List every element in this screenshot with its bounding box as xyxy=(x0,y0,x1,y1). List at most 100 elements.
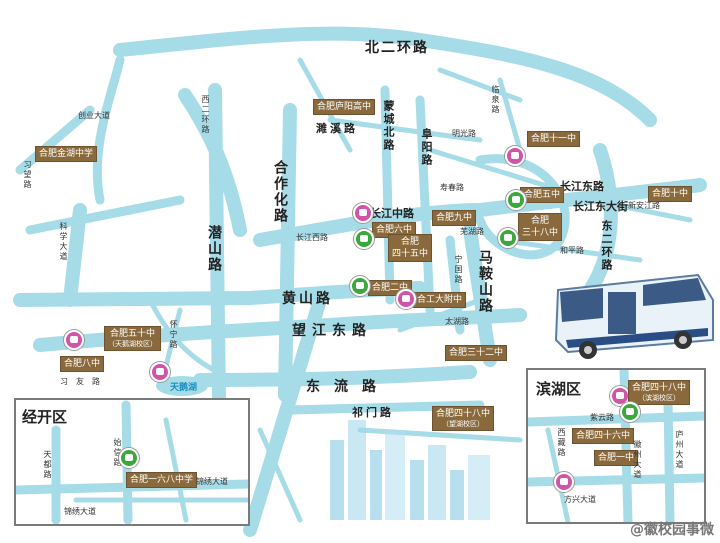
label-shouchun: 寿春路 xyxy=(440,183,464,192)
label-kexue: 科学大道 xyxy=(59,222,68,262)
school-pin-hgd[interactable] xyxy=(396,289,416,309)
label-north-second-ring: 北二环路 xyxy=(365,40,429,56)
school-pin-no38[interactable] xyxy=(498,228,518,248)
inset-binhu-pin-1[interactable] xyxy=(554,472,574,492)
inset-binhu-ziyun: 紫云路 xyxy=(590,413,614,422)
inset-binhu-huizhou: 徽州大道 xyxy=(633,440,642,480)
road-north-second-ring xyxy=(113,26,657,127)
road-north-minor-5 xyxy=(427,147,563,193)
road-west-2 xyxy=(92,55,125,205)
inset-jingkai-jinxiu-2: 锦绣大道 xyxy=(64,507,96,516)
school-pin-no8[interactable] xyxy=(150,362,170,382)
school-no50-line1: 合肥五十中 xyxy=(109,329,155,339)
school-no48-line2: （望湖校区） xyxy=(442,420,484,428)
road-chuangye xyxy=(15,105,95,175)
label-qimen: 祁门路 xyxy=(352,406,394,419)
road-heping xyxy=(497,237,643,263)
label-huangshan: 黄山路 xyxy=(282,291,333,307)
road-maanshan xyxy=(463,223,497,367)
school-pin-no6[interactable] xyxy=(353,203,373,223)
watermark: @徽校园事微 xyxy=(630,522,714,538)
road-west-3 xyxy=(147,297,243,383)
road-fuyang xyxy=(415,95,435,315)
inset-binhu-school-48[interactable]: 合肥四十八中（滨湖校区） xyxy=(628,380,691,405)
label-fuyang: 阜阳路 xyxy=(420,128,433,167)
school-pin-no11[interactable] xyxy=(505,146,525,166)
label-qianshan: 潜山路 xyxy=(206,225,222,273)
road-north-minor-2 xyxy=(437,67,523,103)
label-wangjiang: 望江东路 xyxy=(292,323,372,339)
inset-jingkai-tiandu: 天都路 xyxy=(43,450,52,480)
label-mengcheng: 蒙城北路 xyxy=(382,100,395,152)
school-no38-line2: 三十八中 xyxy=(522,228,559,238)
school-no9[interactable]: 合肥九中 xyxy=(432,210,477,226)
inset-binhu: 滨湖区 合肥四十八中（滨湖校区） 紫云路 合肥四十六中 合肥一中 西藏路 徽州大… xyxy=(526,368,706,524)
inset-binhu-fangxing: 方兴大道 xyxy=(564,495,596,504)
inset-binhu-title: 滨湖区 xyxy=(536,380,582,398)
road-west-1 xyxy=(25,195,185,235)
school-no11[interactable]: 合肥十一中 xyxy=(527,131,581,147)
label-ningguo: 宁国路 xyxy=(454,255,463,285)
inset-binhu-school-48-line1: 合肥四十八中 xyxy=(632,383,687,393)
label-changjiang-west: 长江西路 xyxy=(296,233,328,242)
label-xiwang: 习望路 xyxy=(23,160,32,190)
school-no48-line1: 合肥四十八中 xyxy=(436,409,491,419)
label-linquan: 临泉路 xyxy=(491,85,500,115)
school-pin-no6-green[interactable] xyxy=(354,229,374,249)
lake-shape xyxy=(156,376,208,396)
label-changjiang-east-street: 长江东大街 xyxy=(573,200,628,213)
school-no45-line1: 合肥 xyxy=(401,237,420,247)
school-pin-no50[interactable] xyxy=(64,330,84,350)
label-changjiang-east: 长江东路 xyxy=(560,180,604,193)
school-no5[interactable]: 合肥五中 xyxy=(520,187,565,203)
inset-jingkai-pin[interactable] xyxy=(119,448,139,468)
road-east-minor xyxy=(587,197,693,223)
school-no10[interactable]: 合肥十中 xyxy=(648,186,693,202)
label-wuhu: 芜湖路 xyxy=(460,227,484,236)
road-north-minor-3 xyxy=(497,77,523,153)
school-no38[interactable]: 合肥三十八中 xyxy=(518,213,563,241)
label-heping: 和平路 xyxy=(560,246,584,255)
inset-binhu-school-48-line2: （滨湖校区） xyxy=(638,394,680,402)
label-taihu: 太湖路 xyxy=(445,317,469,326)
school-luyang-high[interactable]: 合肥庐阳高中 xyxy=(313,99,376,115)
school-no8[interactable]: 合肥八中 xyxy=(60,356,105,372)
inset-jingkai-school[interactable]: 合肥一六八中学 xyxy=(126,472,198,488)
school-no48[interactable]: 合肥四十八中（望湖校区） xyxy=(432,406,495,431)
school-jinhu[interactable]: 合肥金湖中学 xyxy=(35,146,98,162)
label-west-second-ring: 西二环路 xyxy=(201,95,210,135)
inset-binhu-school-1[interactable]: 合肥一中 xyxy=(594,450,639,466)
bus-illustration xyxy=(554,273,714,359)
inset-jingkai-shixin: 始信路 xyxy=(113,438,122,468)
road-south-2 xyxy=(397,297,483,333)
skyline xyxy=(330,420,490,520)
inset-binhu-pin-46[interactable] xyxy=(620,402,640,422)
label-suixi: 濉溪路 xyxy=(316,122,358,135)
label-changjiang-middle: 长江中路 xyxy=(370,207,414,220)
label-maanshan: 马鞍山路 xyxy=(477,250,493,314)
school-no50[interactable]: 合肥五十中（天鹅湖校区） xyxy=(104,326,161,351)
label-hezuohua: 合作化路 xyxy=(272,160,288,224)
inset-jingkai-jinxiu-1: 锦绣大道 xyxy=(196,477,228,486)
school-no38-line1: 合肥 xyxy=(531,216,550,226)
school-hgd-fuzhong[interactable]: 合工大附中 xyxy=(413,292,467,308)
inset-binhu-luzhou: 庐州大道 xyxy=(675,430,684,470)
inset-binhu-pin-48[interactable] xyxy=(610,386,630,406)
lake-label: 天鹅湖 xyxy=(170,383,198,393)
school-pin-no2[interactable] xyxy=(350,276,370,296)
label-east-second-ring: 东二环路 xyxy=(600,220,613,272)
road-hezuohua xyxy=(278,103,297,402)
school-no32[interactable]: 合肥三十二中 xyxy=(445,345,508,361)
label-xinanjiang: 新安江路 xyxy=(628,201,660,210)
label-xiyou: 习友路 xyxy=(60,377,108,386)
road-south-3 xyxy=(257,427,303,523)
inset-binhu-school-46[interactable]: 合肥四十六中 xyxy=(572,428,635,444)
inset-jingkai-title: 经开区 xyxy=(22,408,68,426)
label-chuangye: 创业大道 xyxy=(78,111,110,120)
school-pin-no5[interactable] xyxy=(506,190,526,210)
road-south-1 xyxy=(357,427,523,443)
school-no45[interactable]: 合肥四十五中 xyxy=(388,234,433,262)
road-qimen xyxy=(285,400,485,415)
road-kexue xyxy=(63,203,87,307)
road-east-second-ring xyxy=(583,143,618,297)
